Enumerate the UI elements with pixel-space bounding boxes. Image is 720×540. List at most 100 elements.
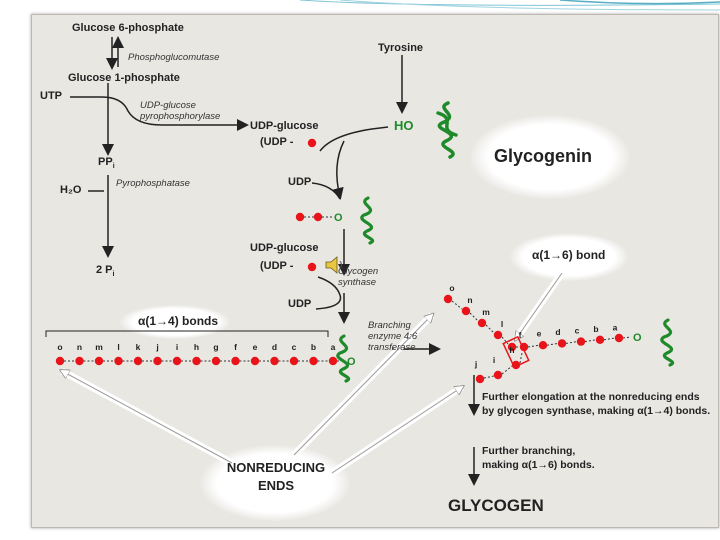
glycosidic-bond bbox=[565, 341, 578, 344]
label-branching-enzyme: Branching enzyme 4:6 transferase bbox=[368, 320, 418, 353]
glucose-unit bbox=[307, 138, 317, 148]
glucose-unit bbox=[295, 212, 305, 222]
glycogenin-protein-icon-2 bbox=[360, 196, 374, 245]
chain-letter: j bbox=[155, 342, 158, 352]
glucose-unit bbox=[538, 341, 548, 350]
glucose-unit bbox=[576, 337, 586, 346]
chain-letter: n bbox=[77, 342, 82, 352]
glucose-unit bbox=[493, 370, 503, 380]
label-ppi-main: PP bbox=[98, 156, 113, 168]
pathway-arrows bbox=[45, 36, 565, 486]
glucose-unit bbox=[309, 356, 318, 366]
glucose-unit bbox=[307, 262, 317, 272]
oxygen-label: O bbox=[347, 356, 356, 368]
glycosidic-bond bbox=[451, 300, 463, 310]
glucose-unit bbox=[94, 356, 104, 366]
label-glycogen: GLYCOGEN bbox=[448, 496, 544, 515]
glycosidic-bond bbox=[519, 352, 523, 364]
label-nonreducing-ends: NONREDUCING ENDS bbox=[226, 460, 326, 494]
chain-letter: a bbox=[331, 342, 336, 352]
label-utp-1: UTP bbox=[40, 90, 62, 102]
glucose-unit bbox=[250, 356, 260, 366]
glycogenin-protein-icon-3 bbox=[336, 334, 350, 383]
glucose-unit bbox=[192, 356, 201, 366]
label-alpha-1-6-bond: α(1→6) bond bbox=[532, 248, 606, 262]
label-glycogenin: Glycogenin bbox=[494, 146, 593, 166]
chain-letter: d bbox=[272, 342, 277, 352]
label-2-pi-main: 2 P bbox=[96, 264, 113, 276]
label-alpha-1-4-bonds: α(1→4) bonds bbox=[138, 314, 219, 328]
glucose-unit bbox=[614, 333, 624, 343]
branch-letter: n bbox=[467, 295, 472, 305]
chain-letter: o bbox=[57, 342, 62, 352]
branch-letter: j bbox=[474, 359, 477, 369]
branch-letter: c bbox=[575, 326, 580, 336]
glucose-unit bbox=[114, 356, 123, 366]
chain-letter: g bbox=[213, 342, 218, 352]
label-h2o: H₂O bbox=[60, 184, 82, 196]
glucose-unit bbox=[133, 356, 143, 366]
label-branching-line-2: making α(1→6) bonds. bbox=[482, 458, 595, 471]
glycosidic-bond bbox=[485, 324, 495, 334]
glycogenin-protein-icon-4 bbox=[660, 318, 674, 367]
oxygen-label: O bbox=[334, 212, 343, 224]
glucose-unit bbox=[595, 335, 605, 344]
branch-letter: o bbox=[449, 283, 454, 293]
glucose-unit bbox=[475, 374, 485, 384]
label-udp-2: UDP bbox=[288, 298, 312, 310]
decorative-swoosh bbox=[299, 0, 720, 11]
label-further-elongation: Further elongation at the nonreducing en… bbox=[482, 391, 710, 418]
glycosidic-bond bbox=[527, 344, 540, 348]
glycosidic-bond bbox=[584, 339, 597, 343]
glucose-unit bbox=[270, 356, 279, 366]
label-elongation-line-2: by glycogen synthase, making α(1→4) bond… bbox=[482, 404, 711, 417]
branch-letter: d bbox=[555, 327, 560, 337]
branch-letter: e bbox=[537, 329, 542, 339]
branch-letter: l bbox=[501, 319, 503, 329]
glycogenin-protein-icon bbox=[436, 101, 458, 159]
oxygen-label: O bbox=[633, 332, 642, 344]
alpha-1-6-bond-highlight bbox=[502, 335, 530, 369]
branch-letter: h bbox=[509, 345, 514, 355]
label-elongation-line-1: Further elongation at the nonreducing en… bbox=[482, 391, 700, 403]
glucose-unit bbox=[461, 306, 471, 316]
label-pyrophosphatase: Pyrophosphatase bbox=[116, 178, 190, 189]
branch-letter: i bbox=[493, 355, 495, 365]
glucose-unit bbox=[313, 212, 323, 222]
chain-letter: f bbox=[234, 342, 237, 352]
glucose-unit bbox=[55, 356, 65, 366]
branch-letter: m bbox=[482, 307, 490, 317]
glycosidic-bond bbox=[603, 337, 616, 341]
glycosidic-bond bbox=[501, 336, 509, 345]
glucose-unit bbox=[75, 356, 84, 366]
chain-letter: l bbox=[117, 342, 119, 352]
label-branching-line-1: Further branching, bbox=[482, 445, 576, 457]
glycosidic-bond bbox=[469, 312, 479, 322]
label-ho: HO bbox=[394, 118, 414, 133]
speaker-icon[interactable] bbox=[324, 255, 346, 275]
glucose-unit bbox=[231, 356, 240, 366]
branch-letter: b bbox=[593, 324, 598, 334]
glucose-unit bbox=[289, 356, 299, 366]
chain-letter: h bbox=[194, 342, 199, 352]
label-2-pi-sub: i bbox=[112, 271, 115, 279]
chain-letter: k bbox=[136, 342, 141, 352]
alpha16-glow bbox=[510, 233, 628, 281]
label-udp-glucose-pyrophosphorylase: UDP-glucose pyrophosphorylase bbox=[140, 100, 221, 122]
glycosidic-bond bbox=[622, 336, 632, 339]
glucose-unit bbox=[328, 356, 338, 366]
label-ppi: PPi bbox=[98, 156, 115, 171]
label-udp-glucose-1-sub: (UDP - bbox=[260, 136, 294, 148]
chain-letter: b bbox=[311, 342, 316, 352]
glucose-unit bbox=[172, 356, 182, 366]
label-2-pi: 2 Pi bbox=[96, 264, 115, 279]
alpha14-glow bbox=[120, 305, 230, 339]
glycosidic-bond bbox=[546, 342, 559, 346]
glucose-unit bbox=[557, 339, 567, 348]
label-further-branching: Further branching, making α(1→6) bonds. bbox=[482, 445, 595, 472]
glucose-unit bbox=[443, 294, 453, 304]
label-tyrosine: Tyrosine bbox=[378, 42, 424, 54]
